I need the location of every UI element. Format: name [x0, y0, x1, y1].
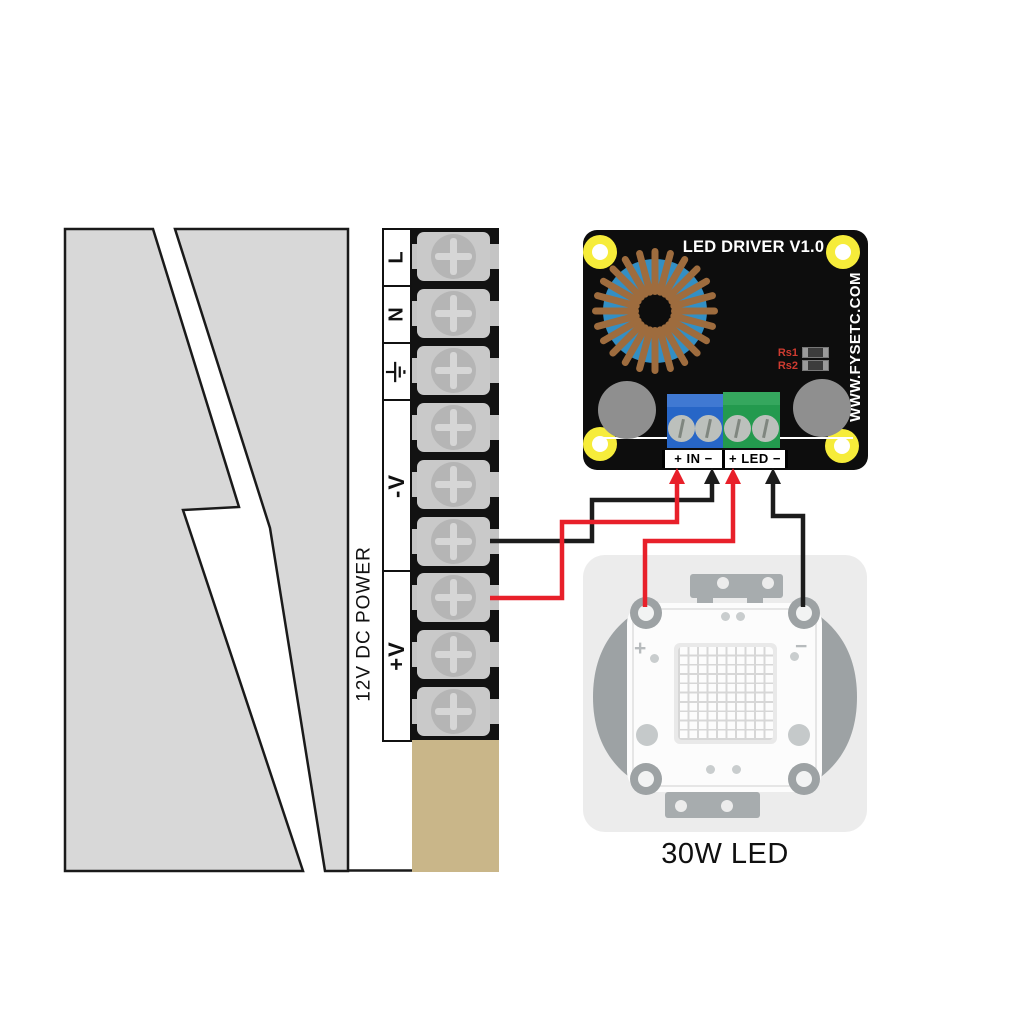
mount-hole-icon	[583, 235, 617, 269]
capacitor-right	[793, 379, 851, 437]
screw-head-icon	[431, 518, 476, 564]
psu-screw-terminal	[412, 569, 499, 626]
terminal-side-tab	[490, 642, 499, 668]
screw-head-icon	[431, 689, 476, 735]
earth-ground-icon	[385, 361, 406, 382]
bracket-hole	[762, 577, 774, 589]
input-terminal-block	[667, 394, 723, 448]
screw-head-icon	[431, 347, 476, 393]
screw-head-icon	[431, 404, 476, 450]
psu-screw-terminal	[412, 228, 499, 285]
screw-head-icon	[668, 415, 695, 442]
terminal-side-tab	[490, 699, 499, 725]
terminal-label-positive: +V	[384, 641, 409, 671]
toroid-windings	[592, 248, 718, 374]
psu-title: 12V DC POWER	[353, 546, 375, 702]
sense-resistor-rs1	[802, 347, 829, 358]
psu-screw-terminal	[412, 626, 499, 683]
rs2-label: Rs2	[777, 360, 798, 372]
screw-head-icon	[752, 415, 779, 442]
led-mount-hole	[630, 763, 662, 795]
led-bottom-bracket	[665, 792, 760, 818]
terminal-side-tab	[412, 471, 418, 497]
psu-screw-terminal	[412, 683, 499, 740]
terminal-side-tab	[412, 357, 418, 383]
input-pinout-label: + IN −	[662, 450, 722, 468]
capacitor-left	[598, 381, 656, 439]
psu-label-negative: -V	[382, 399, 412, 572]
screw-head-icon	[724, 415, 751, 442]
led-mount-hole-negative	[788, 597, 820, 629]
mount-hole-icon	[826, 235, 860, 269]
led-top-bracket	[690, 574, 783, 598]
psu-body-right-piece	[173, 227, 350, 873]
terminal-side-tab	[490, 357, 499, 383]
bracket-hole	[675, 800, 687, 812]
terminal-label-line: L	[385, 251, 408, 264]
terminal-side-tab	[490, 585, 499, 611]
terminal-side-tab	[490, 528, 499, 554]
terminal-side-tab	[412, 300, 418, 326]
led-mount-hole	[788, 763, 820, 795]
screw-head-icon	[695, 415, 722, 442]
bracket-hole	[717, 577, 729, 589]
led-mount-hole-positive	[630, 597, 662, 629]
driver-title: LED DRIVER V1.0	[682, 238, 825, 256]
terminal-side-tab	[412, 585, 418, 611]
terminal-side-tab	[412, 642, 418, 668]
psu-screw-terminal	[412, 342, 499, 399]
terminal-label-negative: -V	[384, 473, 409, 498]
terminal-side-tab	[490, 244, 499, 269]
screw-head-icon	[431, 290, 476, 336]
screw-head-icon	[431, 575, 476, 621]
screw-head-icon	[431, 234, 476, 279]
led-driver-board: LED DRIVER V1.0 WWW.FYSETC.COM Rs1 Rs2 +…	[583, 230, 868, 470]
terminal-side-tab	[412, 528, 418, 554]
led-emitter-array	[674, 643, 777, 744]
terminal-side-tab	[490, 414, 499, 440]
terminal-side-tab	[490, 300, 499, 326]
terminal-side-tab	[490, 471, 499, 497]
terminal-side-tab	[412, 414, 418, 440]
psu-screw-terminal	[412, 285, 499, 342]
psu-label-positive: +V	[382, 570, 412, 742]
output-terminal-block	[723, 392, 780, 448]
led-plus-mark: +	[634, 637, 647, 660]
psu-screw-terminal	[412, 399, 499, 456]
led-caption: 30W LED	[661, 838, 789, 870]
terminal-pinout-strip: + IN − + LED −	[662, 450, 788, 468]
psu-label-N: N	[382, 285, 412, 344]
terminal-side-tab	[412, 244, 418, 269]
toroid-inductor	[592, 248, 718, 374]
led-module-card: + −	[583, 555, 867, 832]
psu-screw-terminal	[412, 513, 499, 570]
led-minus-mark: −	[795, 635, 808, 658]
terminal-label-neutral: N	[385, 307, 408, 322]
psu-label-ground	[382, 342, 412, 401]
screw-head-icon	[431, 461, 476, 507]
terminal-side-tab	[412, 699, 418, 725]
bracket-hole	[721, 800, 733, 812]
psu-body-left-piece	[63, 227, 305, 873]
led-chip-grid	[678, 647, 773, 740]
screw-head-icon	[431, 632, 476, 678]
psu-case-tan-block	[412, 740, 499, 872]
output-pinout-label: + LED −	[722, 450, 785, 468]
sense-resistor-rs2	[802, 360, 829, 371]
rs1-label: Rs1	[777, 347, 798, 359]
psu-screw-terminal	[412, 456, 499, 513]
psu-terminal-strip	[412, 228, 499, 740]
psu-label-L: L	[382, 228, 412, 287]
